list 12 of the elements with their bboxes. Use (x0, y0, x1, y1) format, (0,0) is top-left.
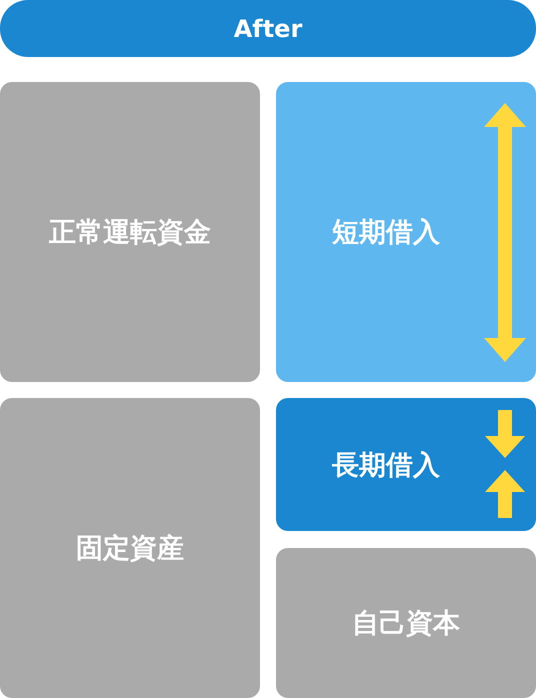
block-label: 長期借入 (332, 448, 440, 482)
liability-block (276, 82, 536, 382)
block-label: 短期借入 (332, 216, 440, 250)
equity-block (276, 548, 536, 698)
block-label: 正常運転資金 (49, 216, 211, 250)
asset-block (0, 398, 260, 698)
block-label: 固定資産 (76, 532, 184, 566)
header-bar (0, 0, 536, 57)
header-text: After (234, 14, 302, 42)
block-label: 自己資本 (352, 607, 460, 641)
asset-block (0, 82, 260, 382)
liability-block (276, 398, 536, 531)
